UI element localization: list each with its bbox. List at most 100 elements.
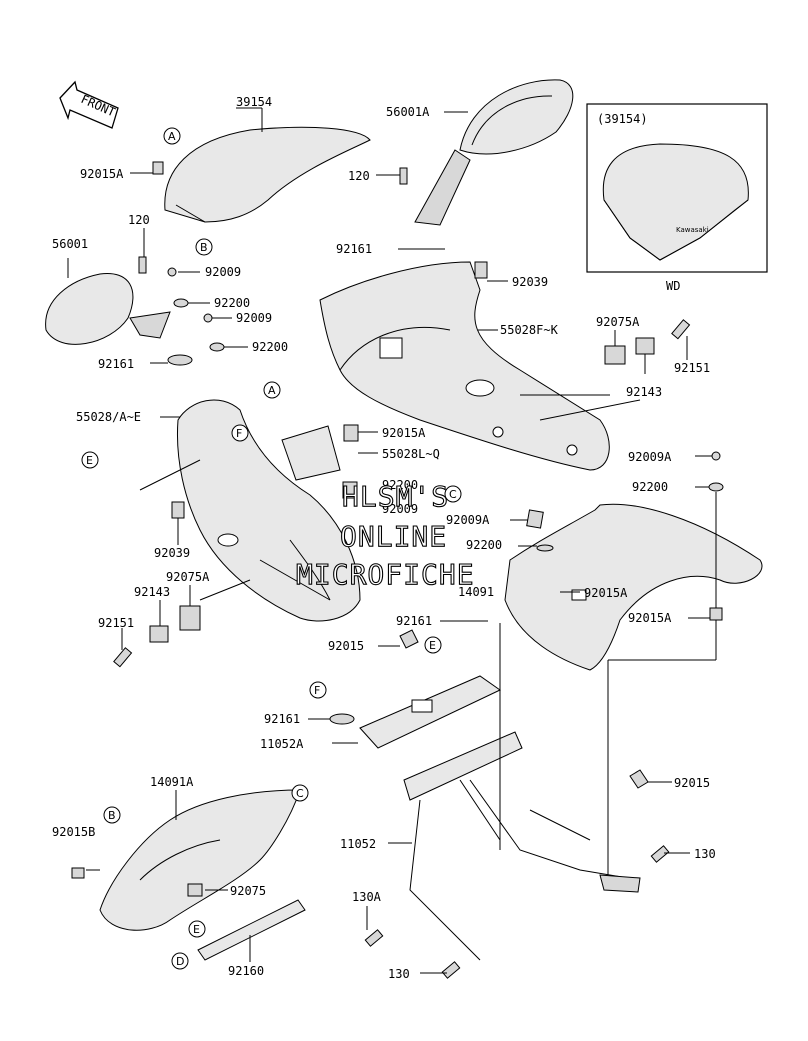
part-label: 92143 bbox=[134, 585, 170, 599]
callout-c-2: C bbox=[291, 784, 309, 802]
damper-92075A-1 bbox=[604, 345, 626, 365]
inner-cover-14091-part bbox=[504, 503, 763, 671]
part-label: 92009 bbox=[205, 265, 241, 279]
washer-92200-1 bbox=[173, 298, 189, 308]
svg-text:E: E bbox=[86, 454, 93, 467]
gasket-92161-1 bbox=[167, 354, 193, 366]
mirror-left-part bbox=[45, 258, 171, 345]
part-label: 92039 bbox=[512, 275, 548, 289]
bolt-130-2 bbox=[441, 961, 461, 979]
nut-92015-2 bbox=[629, 769, 649, 789]
part-label: 130A bbox=[352, 890, 382, 904]
watermark-line-3: MICROFICHE bbox=[296, 558, 475, 591]
part-label: 92015A bbox=[382, 426, 426, 440]
svg-text:E: E bbox=[193, 923, 200, 936]
screw-92009A-1 bbox=[526, 509, 544, 529]
collar-92143-1 bbox=[635, 337, 655, 355]
part-label: 92200 bbox=[252, 340, 288, 354]
svg-text:B: B bbox=[200, 241, 208, 254]
callout-e-1: E bbox=[424, 636, 442, 654]
part-label: 92151 bbox=[674, 361, 710, 375]
bolt-120-2 bbox=[399, 167, 408, 185]
inset-title: (39154) bbox=[597, 112, 648, 126]
watermark: HLSM'S ONLINE MICROFICHE bbox=[295, 479, 475, 591]
grommet-92015A-2 bbox=[343, 424, 359, 442]
part-label: 92015 bbox=[674, 776, 710, 790]
part-label: 11052A bbox=[260, 737, 304, 751]
screw-92009-1 bbox=[167, 267, 177, 277]
part-label: 120 bbox=[128, 213, 150, 227]
part-label: 92075A bbox=[596, 315, 640, 329]
svg-text:E: E bbox=[429, 639, 436, 652]
part-label: 92075 bbox=[230, 884, 266, 898]
part-label: 92200 bbox=[214, 296, 250, 310]
part-label: 92143 bbox=[626, 385, 662, 399]
part-label: 56001 bbox=[52, 237, 88, 251]
washer-92200-2 bbox=[209, 342, 225, 352]
washer-92200-5 bbox=[708, 482, 724, 492]
callout-f-1: F bbox=[231, 424, 249, 442]
part-label: 14091 bbox=[458, 585, 494, 599]
part-label: 92015 bbox=[328, 639, 364, 653]
bracket-11052A-part bbox=[359, 675, 501, 749]
part-label: 92039 bbox=[154, 546, 190, 560]
callout-d-2: D bbox=[171, 952, 189, 970]
grommet-92015A-1 bbox=[152, 161, 164, 175]
screw-92009A-2 bbox=[711, 451, 721, 461]
part-label: 92015B bbox=[52, 825, 95, 839]
watermark-line-2: ONLINE bbox=[340, 520, 447, 553]
part-label: 92075A bbox=[166, 570, 210, 584]
svg-text:F: F bbox=[314, 684, 320, 697]
bolt-92151-1 bbox=[671, 319, 691, 340]
part-label: 39154 bbox=[236, 95, 272, 109]
part-label: 92161 bbox=[264, 712, 300, 726]
part-label: 55028/A~E bbox=[76, 410, 141, 424]
part-label: 92200 bbox=[382, 478, 418, 492]
part-label: 92200 bbox=[632, 480, 668, 494]
part-label: 55028L~Q bbox=[382, 447, 440, 461]
part-label: 92160 bbox=[228, 964, 264, 978]
callout-b-1: B bbox=[195, 238, 213, 256]
part-label: 130 bbox=[388, 967, 410, 981]
seal-strip-part bbox=[197, 899, 306, 961]
part-label: 120 bbox=[348, 169, 370, 183]
callout-b-2: B bbox=[103, 806, 121, 824]
inner-panel-part bbox=[281, 425, 341, 481]
windshield-variant-inset: (39154) Kawasaki WD bbox=[586, 103, 768, 293]
part-label: 55028F~K bbox=[500, 323, 559, 337]
svg-text:A: A bbox=[268, 384, 276, 397]
main-stay-11052-part bbox=[403, 731, 641, 961]
mirror-right-part bbox=[414, 79, 574, 226]
part-label: 92015A bbox=[80, 167, 124, 181]
part-label: 92009A bbox=[628, 450, 672, 464]
part-label: 92200 bbox=[466, 538, 502, 552]
part-label: 56001A bbox=[386, 105, 430, 119]
svg-text:C: C bbox=[296, 787, 304, 800]
grommet-92015A-3 bbox=[709, 607, 723, 621]
callout-d-1: E bbox=[81, 451, 99, 469]
upper-cowl-right-part bbox=[319, 261, 610, 471]
screw-92009-2 bbox=[203, 313, 213, 323]
part-label: 92015A bbox=[584, 586, 628, 600]
inset-brand: Kawasaki bbox=[676, 226, 709, 234]
washer-92200-3 bbox=[342, 481, 358, 499]
callout-e-2: E bbox=[188, 920, 206, 938]
svg-text:F: F bbox=[236, 427, 242, 440]
part-label: 92009 bbox=[382, 502, 418, 516]
nut-92015B bbox=[71, 867, 85, 879]
part-label: 92015A bbox=[628, 611, 672, 625]
leader-lines bbox=[86, 172, 717, 974]
svg-text:A: A bbox=[168, 130, 176, 143]
part-label: 92009 bbox=[236, 311, 272, 325]
part-label: 92161 bbox=[98, 357, 134, 371]
part-label: 92151 bbox=[98, 616, 134, 630]
part-number-labels: 39154 56001A 92015A 120 120 56001 92161 … bbox=[52, 95, 716, 981]
windshield-part bbox=[164, 107, 371, 223]
svg-text:B: B bbox=[108, 809, 116, 822]
damper-92075A-2 bbox=[179, 605, 201, 631]
callout-a-2: A bbox=[263, 381, 281, 399]
inset-caption: WD bbox=[666, 279, 680, 293]
watermark-line-1: HLSM'S bbox=[342, 480, 449, 513]
svg-text:D: D bbox=[176, 955, 184, 968]
damper-92075 bbox=[187, 883, 203, 897]
